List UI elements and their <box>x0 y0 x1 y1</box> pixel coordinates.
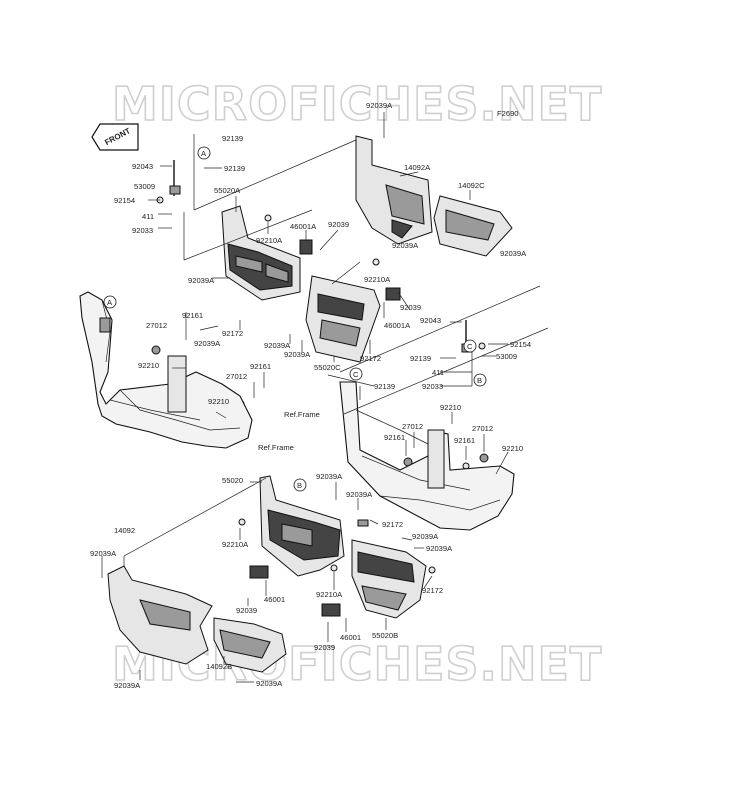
part-label: 92154 <box>510 340 531 349</box>
part-label: 92039A <box>256 679 283 688</box>
part-label: 411 <box>142 212 154 221</box>
watermark-top: MICROFICHES.NET <box>112 77 602 131</box>
part-label: 92210A <box>364 275 391 284</box>
part-label: 92210 <box>208 397 229 406</box>
ref-a-upper: A <box>201 149 207 158</box>
ref-b-upper: B <box>477 376 482 385</box>
part-label: 27012 <box>472 424 493 433</box>
part-label: 46001A <box>384 321 411 330</box>
part-label: 14092C <box>458 181 485 190</box>
bracket-55020c <box>305 275 381 363</box>
part-label: 55020C <box>314 363 341 372</box>
bracket-55020 <box>259 475 345 577</box>
frame-left <box>79 291 253 449</box>
part-label: 92172 <box>222 329 243 338</box>
ref-circle-a-lower: A <box>103 295 117 309</box>
part-label: Ref.Frame <box>284 410 320 419</box>
part-label: 92039A <box>284 350 311 359</box>
diagram-code: F2690 <box>497 109 519 118</box>
part-label: 92033 <box>422 382 443 391</box>
part-label: 92172 <box>422 586 443 595</box>
part-label: 92210 <box>138 361 159 370</box>
bracket-55020b <box>351 539 427 619</box>
part-label: 92033 <box>132 226 153 235</box>
part-label: 92043 <box>420 316 441 325</box>
panel-14092b <box>213 617 287 673</box>
part-label: 92039 <box>236 606 257 615</box>
part-label: 92039A <box>500 249 527 258</box>
part-label: 92210A <box>256 236 283 245</box>
part-label: 92172 <box>382 520 403 529</box>
part-label: 46001 <box>264 595 285 604</box>
part-label: 92154 <box>114 196 135 205</box>
part-label: 92210A <box>222 540 249 549</box>
part-label: 14092B <box>206 662 232 671</box>
part-label: 92039A <box>188 276 215 285</box>
part-label: 55020B <box>372 631 398 640</box>
ref-circle-a-upper: A <box>197 146 211 160</box>
part-label: 46001A <box>290 222 317 231</box>
ref-circle-b-lower: B <box>293 478 307 492</box>
ref-c-upper: C <box>467 342 473 351</box>
part-label: 92039A <box>366 101 393 110</box>
part-label: 92210 <box>502 444 523 453</box>
part-label: 92210A <box>316 590 343 599</box>
part-label: 92043 <box>132 162 153 171</box>
ref-circle-c-lower: C <box>349 367 363 381</box>
part-label: 14092 <box>114 526 135 535</box>
part-label: 92039A <box>114 681 141 690</box>
part-label: 92039A <box>194 339 221 348</box>
part-label: 92161 <box>182 311 203 320</box>
leader-lines <box>101 112 549 683</box>
part-label: 92210 <box>440 403 461 412</box>
part-label: 92161 <box>384 433 405 442</box>
ref-circle-c-upper: C <box>463 339 477 353</box>
part-label: 92039A <box>392 241 419 250</box>
part-label: 92161 <box>250 362 271 371</box>
part-label: 46001 <box>340 633 361 642</box>
ref-circle-b-upper: B <box>473 373 487 387</box>
part-label: 55020A <box>214 186 241 195</box>
part-label: 411 <box>432 368 444 377</box>
part-label: 27012 <box>146 321 167 330</box>
part-label: 92139 <box>224 164 245 173</box>
bracket-55020a <box>221 205 301 301</box>
part-label: 92039A <box>90 549 117 558</box>
part-label: 92139 <box>410 354 431 363</box>
panel-14092c <box>433 195 513 257</box>
part-label: 92039A <box>412 532 439 541</box>
part-labels: 92039A 14092A 14092C 92039A 92039A 92139… <box>90 101 531 690</box>
part-label: 92039A <box>346 490 373 499</box>
part-label: 92172 <box>360 354 381 363</box>
part-label: 92139 <box>374 382 395 391</box>
part-label: 92039A <box>316 472 343 481</box>
fasteners-lower <box>238 518 436 617</box>
part-label: 14092A <box>404 163 431 172</box>
ref-c-lower: C <box>353 370 359 379</box>
part-label: 53009 <box>134 182 155 191</box>
frame-right <box>339 381 515 531</box>
part-label: 92039 <box>314 643 335 652</box>
part-label: 92039 <box>400 303 421 312</box>
part-label: 92039A <box>264 341 291 350</box>
front-arrow-icon: FRONT <box>91 123 139 151</box>
part-label: 92039 <box>328 220 349 229</box>
part-label: 27012 <box>402 422 423 431</box>
ref-b-lower: B <box>297 481 302 490</box>
part-label: 53009 <box>496 352 517 361</box>
ref-a-lower: A <box>107 298 113 307</box>
part-label: 55020 <box>222 476 243 485</box>
part-label: 92161 <box>454 436 475 445</box>
panel-14092 <box>107 565 213 665</box>
part-label: 92039A <box>426 544 453 553</box>
panel-14092a <box>355 135 433 245</box>
part-label: Ref.Frame <box>258 443 294 452</box>
part-label: 27012 <box>226 372 247 381</box>
part-label: 92139 <box>222 134 243 143</box>
